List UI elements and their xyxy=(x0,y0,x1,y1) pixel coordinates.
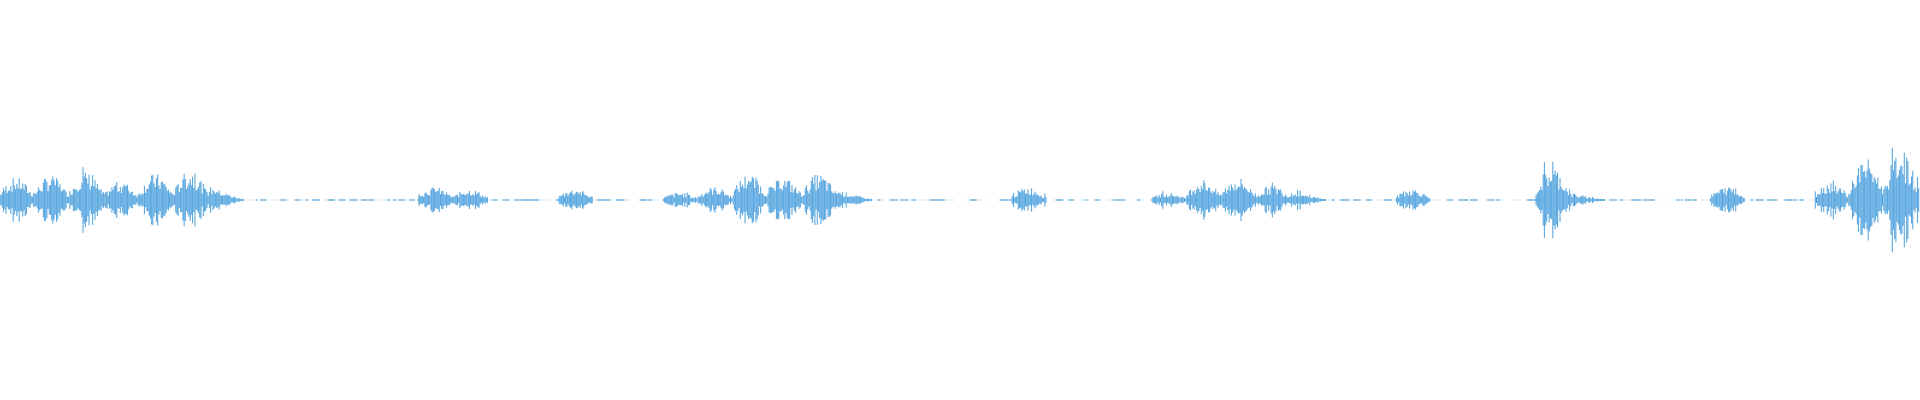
waveform-segment xyxy=(697,187,733,213)
waveform-segment xyxy=(1256,182,1291,218)
waveform-segment xyxy=(418,187,454,213)
waveform-segment xyxy=(802,174,838,226)
waveform-segment xyxy=(69,167,104,233)
waveform-segment xyxy=(1186,180,1222,220)
waveform-segment xyxy=(208,187,244,213)
waveform-segment xyxy=(1395,190,1431,210)
waveform-segment xyxy=(1291,190,1326,210)
waveform-segment xyxy=(767,180,803,220)
waveform-segment xyxy=(1849,159,1885,241)
waveform-segment xyxy=(1011,188,1047,212)
waveform-segment xyxy=(453,190,488,210)
waveform-segment xyxy=(732,176,768,224)
waveform-segment xyxy=(1151,191,1187,209)
waveform-segment xyxy=(34,176,70,224)
waveform-segment xyxy=(1884,147,1920,253)
waveform-segment xyxy=(1221,178,1256,222)
waveform-segment xyxy=(557,190,593,210)
waveform-segment xyxy=(1709,187,1745,213)
waveform-segment xyxy=(1814,180,1850,220)
waveform-segment xyxy=(0,178,35,222)
waveform-segment xyxy=(139,174,174,226)
waveform-segment xyxy=(837,192,872,208)
waveform-segment xyxy=(1570,193,1606,207)
waveform-segment xyxy=(173,173,209,227)
waveform-segment xyxy=(104,181,139,219)
waveform-segment xyxy=(662,192,698,208)
waveform-segment xyxy=(1535,161,1571,239)
